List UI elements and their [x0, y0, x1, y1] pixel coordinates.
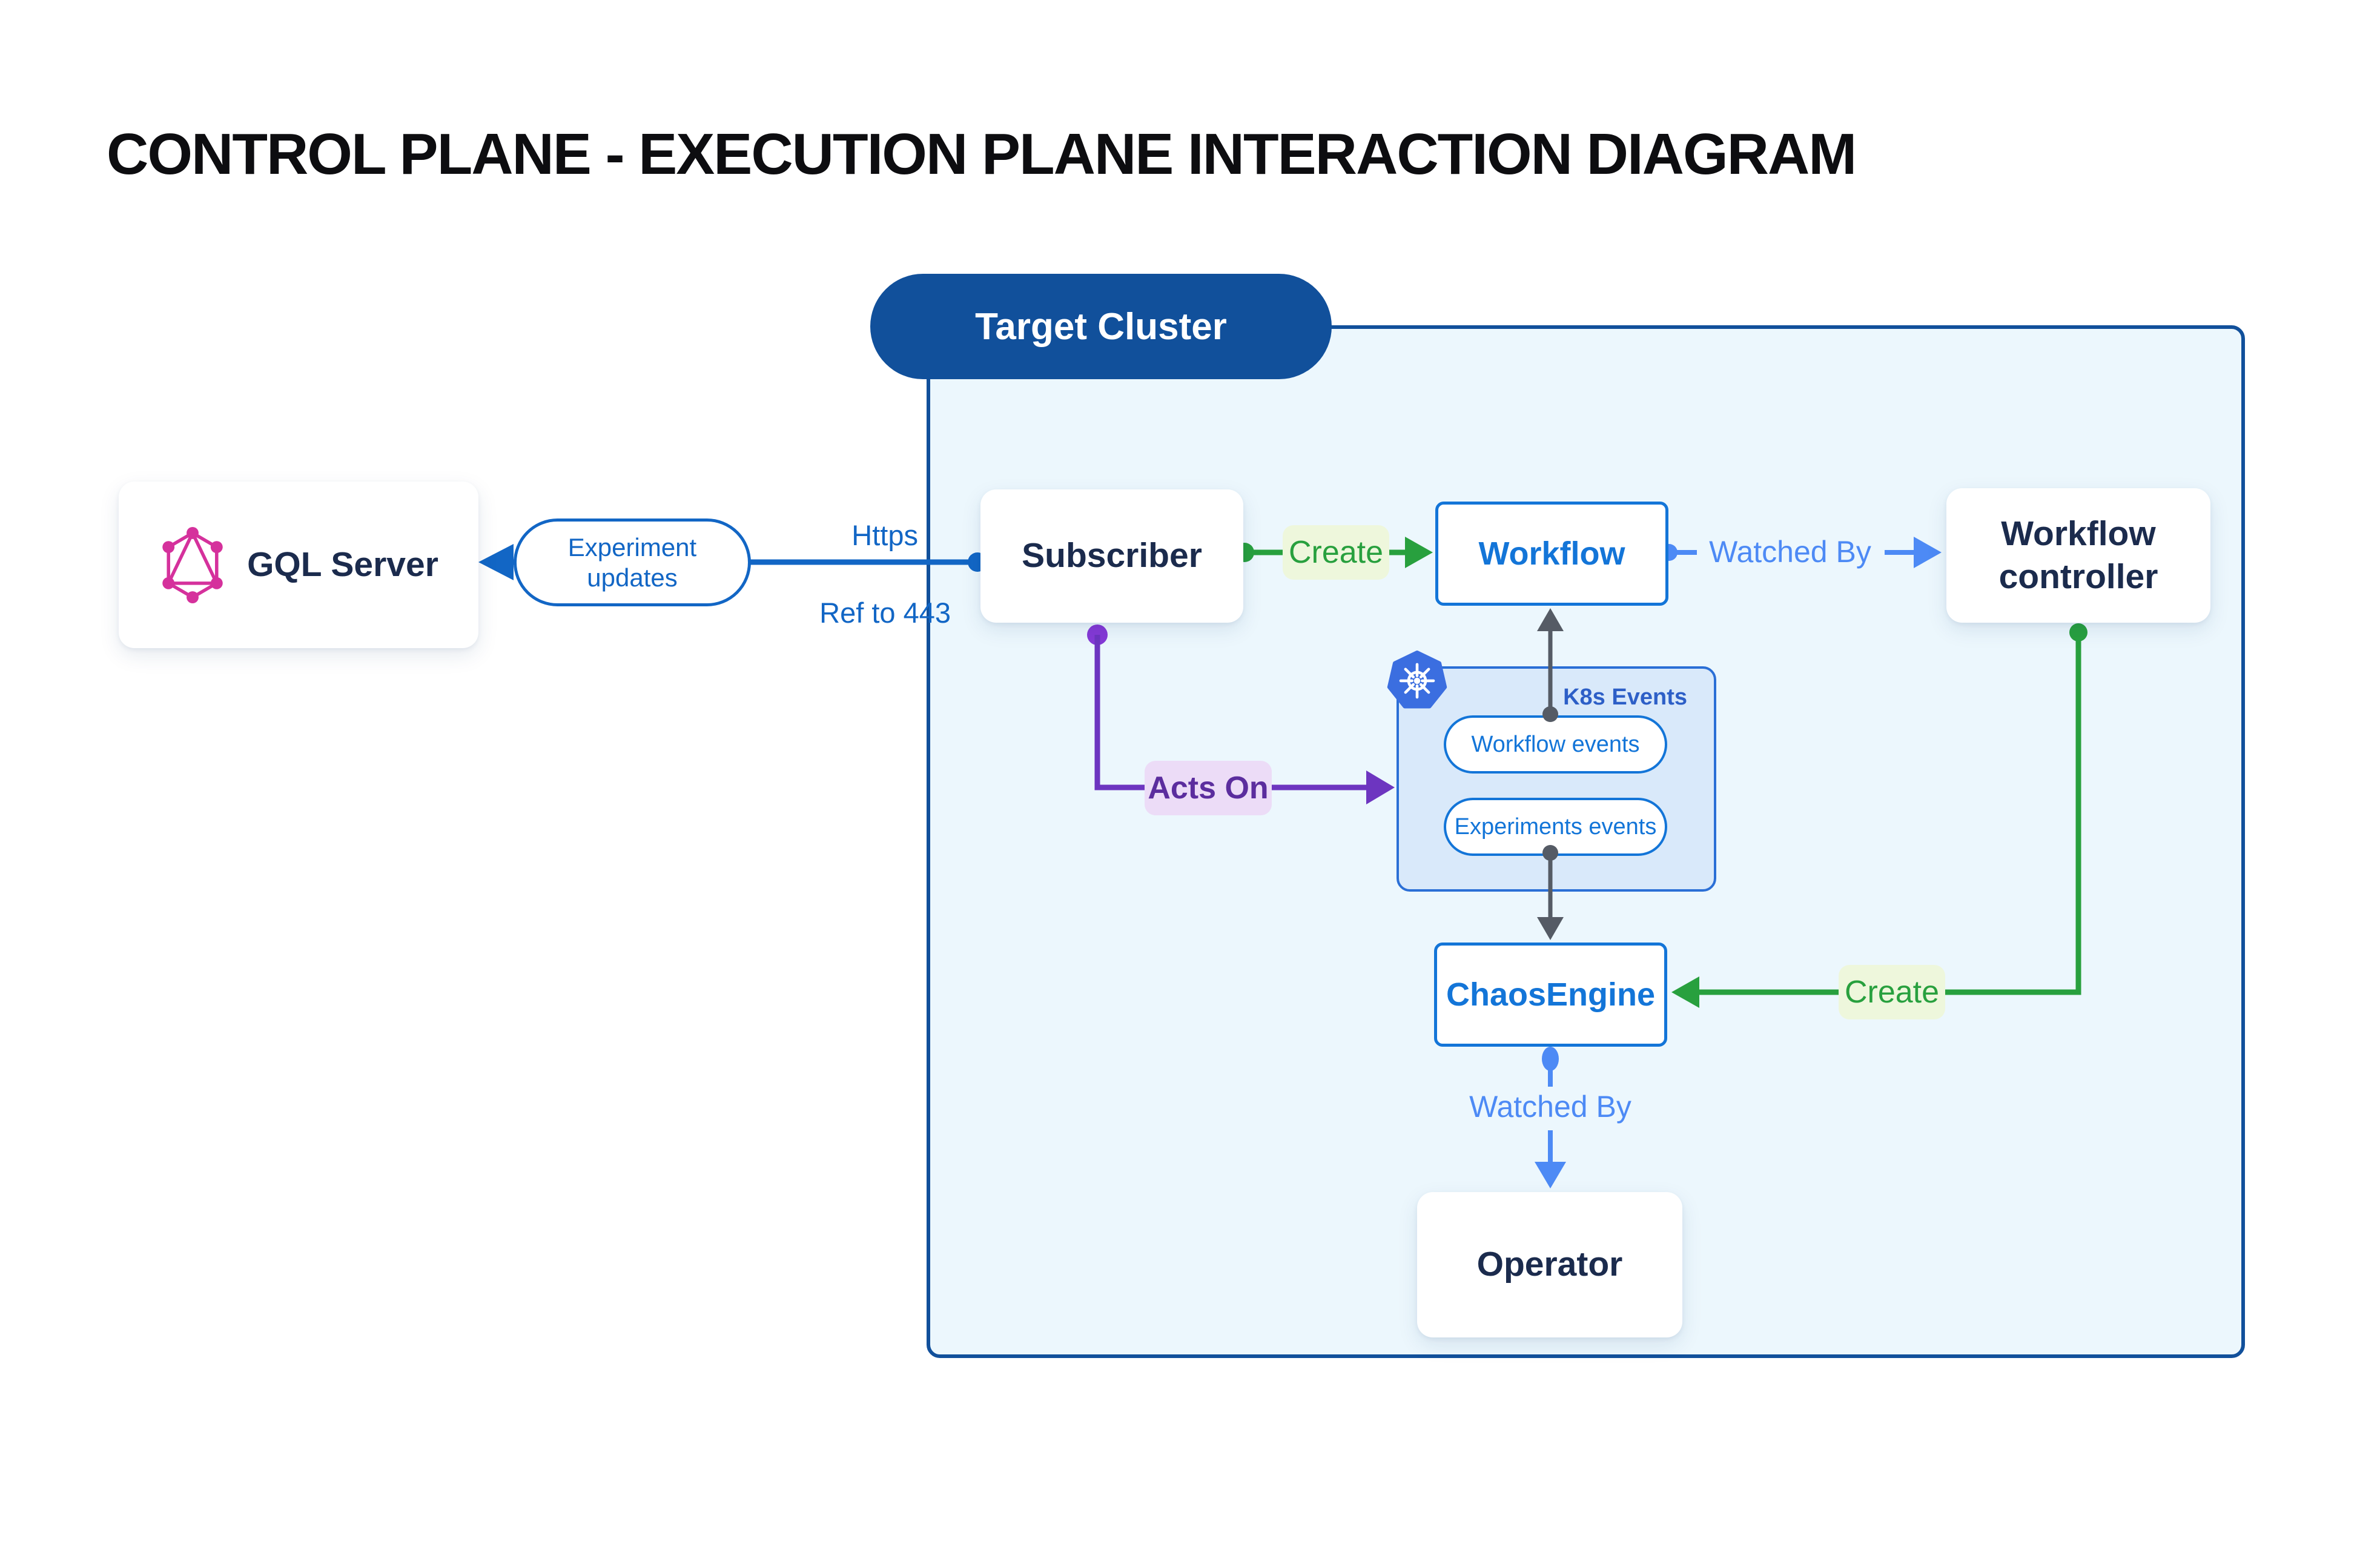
experiments-events-pill: Experiments events: [1444, 798, 1667, 856]
page-title: CONTROL PLANE - EXECUTION PLANE INTERACT…: [107, 122, 1857, 187]
workflow-events-pill: Workflow events: [1444, 715, 1667, 774]
acts-on-label: Acts On: [1145, 761, 1272, 815]
chaos-engine-label: ChaosEngine: [1446, 976, 1656, 1013]
k8s-events-group: K8s Events Workflow events Experiments e…: [1387, 651, 1716, 892]
https-label: Https: [851, 519, 918, 551]
create-workflow-label: Create: [1283, 525, 1389, 580]
experiment-updates-label: Experiment updates: [567, 532, 697, 592]
graphql-icon: [159, 526, 226, 603]
target-cluster-label: Target Cluster: [975, 305, 1227, 348]
chaos-engine-node: ChaosEngine: [1434, 943, 1667, 1047]
operator-label: Operator: [1476, 1245, 1623, 1284]
watched-by-operator-label: Watched By: [1469, 1090, 1631, 1124]
create-chaos-label: Create: [1839, 965, 1945, 1019]
gql-server-label: GQL Server: [247, 545, 438, 584]
watched-by-controller-label: Watched By: [1709, 535, 1871, 569]
subscriber-node: Subscriber: [980, 489, 1243, 623]
experiment-updates-node: Experiment updates: [514, 519, 751, 606]
experiments-events-label: Experiments events: [1454, 813, 1657, 840]
k8s-events-label: K8s Events: [1563, 684, 1687, 710]
workflow-node: Workflow: [1435, 502, 1668, 606]
workflow-controller-label: Workflow controller: [1998, 514, 2158, 596]
target-cluster-label-pill: Target Cluster: [870, 274, 1332, 379]
workflow-controller-node: Workflow controller: [1946, 488, 2210, 623]
gql-server-node: GQL Server: [119, 482, 478, 648]
workflow-label: Workflow: [1478, 535, 1625, 572]
subscriber-label: Subscriber: [1022, 536, 1202, 575]
workflow-events-label: Workflow events: [1471, 731, 1640, 757]
kubernetes-icon: [1386, 651, 1449, 714]
ref-to-443-label: Ref to 443: [819, 597, 951, 629]
operator-node: Operator: [1417, 1192, 1682, 1337]
